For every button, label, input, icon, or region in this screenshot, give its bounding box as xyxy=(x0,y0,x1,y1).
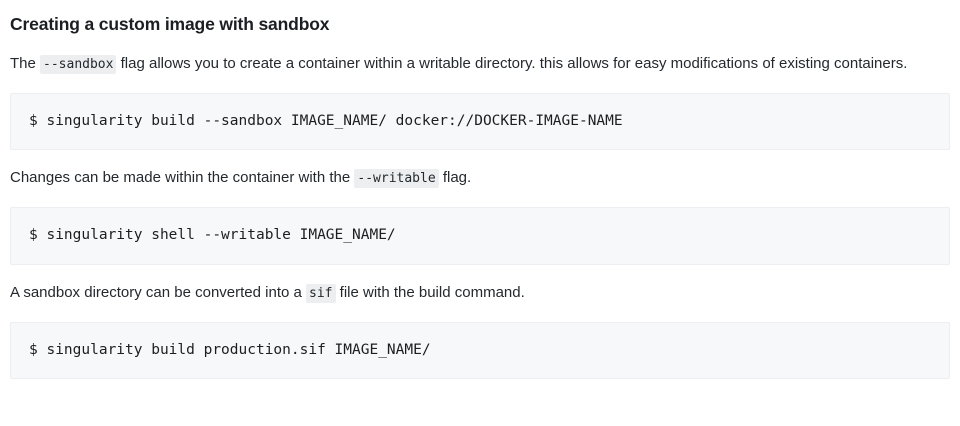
inline-code: --writable xyxy=(354,169,439,189)
paragraph-text: flag allows you to create a container wi… xyxy=(116,54,908,72)
code-block-1[interactable]: $ singularity build --sandbox IMAGE_NAME… xyxy=(10,93,950,151)
content-blocks: The --sandbox flag allows you to create … xyxy=(10,52,950,379)
code-block-text: $ singularity build production.sif IMAGE… xyxy=(29,341,431,358)
paragraph-1: The --sandbox flag allows you to create … xyxy=(10,52,940,76)
code-block-text: $ singularity build --sandbox IMAGE_NAME… xyxy=(29,113,623,130)
page-title: Creating a custom image with sandbox xyxy=(10,14,330,34)
paragraph-text: The xyxy=(10,54,41,72)
paragraph-text: Changes can be made within the container… xyxy=(10,169,355,187)
code-block-2[interactable]: $ singularity shell --writable IMAGE_NAM… xyxy=(10,207,950,265)
paragraph-text: file with the build command. xyxy=(335,283,525,301)
code-block-3[interactable]: $ singularity build production.sif IMAGE… xyxy=(10,321,950,379)
inline-code: --sandbox xyxy=(40,54,117,74)
paragraph-3: A sandbox directory can be converted int… xyxy=(10,281,940,305)
code-block-text: $ singularity shell --writable IMAGE_NAM… xyxy=(29,227,396,244)
documentation-article: Creating a custom image with sandbox The… xyxy=(10,14,950,379)
paragraph-text: flag. xyxy=(438,169,472,187)
paragraph-text: A sandbox directory can be converted int… xyxy=(10,283,307,301)
paragraph-2: Changes can be made within the container… xyxy=(10,166,940,190)
inline-code: sif xyxy=(306,283,336,303)
